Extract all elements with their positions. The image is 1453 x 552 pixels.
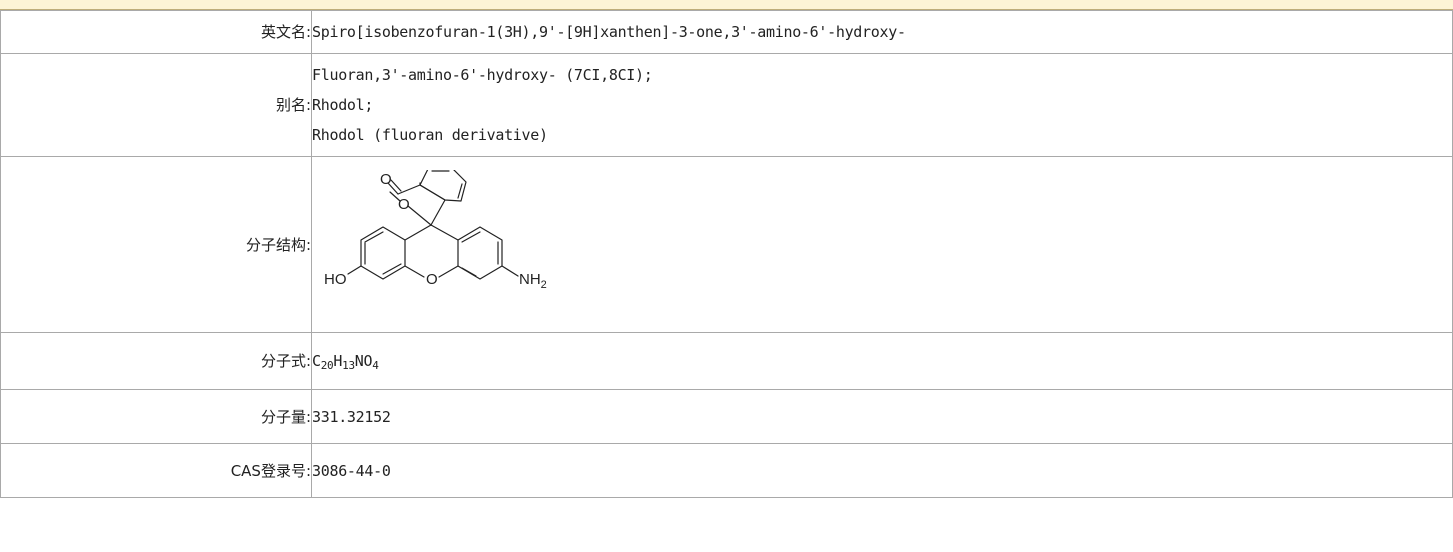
carbonyl-oxygen-atom: O bbox=[380, 171, 392, 188]
mol-weight-value: 331.32152 bbox=[311, 389, 1453, 444]
alias-item: Rhodol; bbox=[312, 96, 374, 114]
alias-item: Rhodol (fluoran derivative) bbox=[312, 126, 548, 144]
table-row: 别名: Fluoran,3'-amino-6'-hydroxy- (7CI,8C… bbox=[0, 53, 1453, 157]
table-row: 分子量: 331.32152 bbox=[0, 389, 1453, 444]
alias-item: Fluoran,3'-amino-6'-hydroxy- (7CI,8CI); bbox=[312, 66, 653, 84]
hydroxy-group: HO bbox=[324, 271, 347, 288]
section-header-bar bbox=[0, 0, 1453, 10]
properties-table: 英文名: Spiro[isobenzofuran-1(3H),9'-[9H]xa… bbox=[0, 10, 1453, 498]
cas-value: 3086-44-0 bbox=[311, 443, 1453, 498]
xanthene-oxygen-atom: O bbox=[426, 271, 438, 288]
aliases-value: Fluoran,3'-amino-6'-hydroxy- (7CI,8CI); … bbox=[311, 53, 1453, 157]
table-row: CAS登录号: 3086-44-0 bbox=[0, 443, 1453, 498]
molecular-structure-image: O O O HO NH2 bbox=[324, 169, 547, 291]
formula-label: 分子式: bbox=[0, 332, 312, 390]
mol-weight-label: 分子量: bbox=[0, 389, 312, 444]
cas-label: CAS登录号: bbox=[0, 443, 312, 498]
lactone-oxygen-atom: O bbox=[398, 196, 410, 213]
table-row: 分子式: C20H13NO4 bbox=[0, 332, 1453, 390]
table-row: 分子结构: bbox=[0, 156, 1453, 333]
structure-value: O O O HO NH2 bbox=[311, 156, 1453, 333]
english-name-value: Spiro[isobenzofuran-1(3H),9'-[9H]xanthen… bbox=[311, 10, 1453, 54]
aliases-label: 别名: bbox=[0, 53, 312, 157]
english-name-label: 英文名: bbox=[0, 10, 312, 54]
formula-value: C20H13NO4 bbox=[311, 332, 1453, 390]
table-row: 英文名: Spiro[isobenzofuran-1(3H),9'-[9H]xa… bbox=[0, 10, 1453, 54]
structure-label: 分子结构: bbox=[0, 156, 312, 333]
amino-group: NH2 bbox=[519, 271, 547, 291]
